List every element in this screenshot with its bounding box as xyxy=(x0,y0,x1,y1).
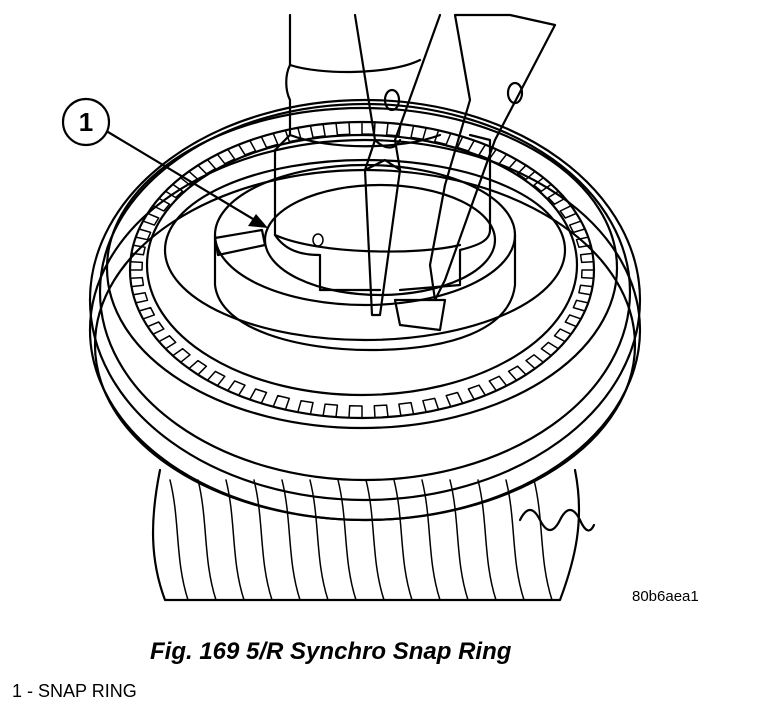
callout-arrowhead xyxy=(248,214,268,228)
synchro-teeth-ring xyxy=(128,120,596,420)
snap-ring xyxy=(213,183,497,332)
image-code: 80b6aea1 xyxy=(632,588,699,605)
shaft xyxy=(273,13,492,292)
helical-gear xyxy=(151,468,596,602)
synchro-sleeve xyxy=(88,98,642,522)
figure-caption: Fig. 169 5/R Synchro Snap Ring xyxy=(150,638,512,665)
snap-ring-pliers xyxy=(353,13,557,317)
callout-number: 1 xyxy=(79,107,93,137)
legend-item: 1 - SNAP RING xyxy=(12,681,137,701)
synchro-assembly-illustration: 1 xyxy=(61,13,642,602)
callout-1: 1 xyxy=(61,97,268,228)
hub xyxy=(163,158,567,352)
